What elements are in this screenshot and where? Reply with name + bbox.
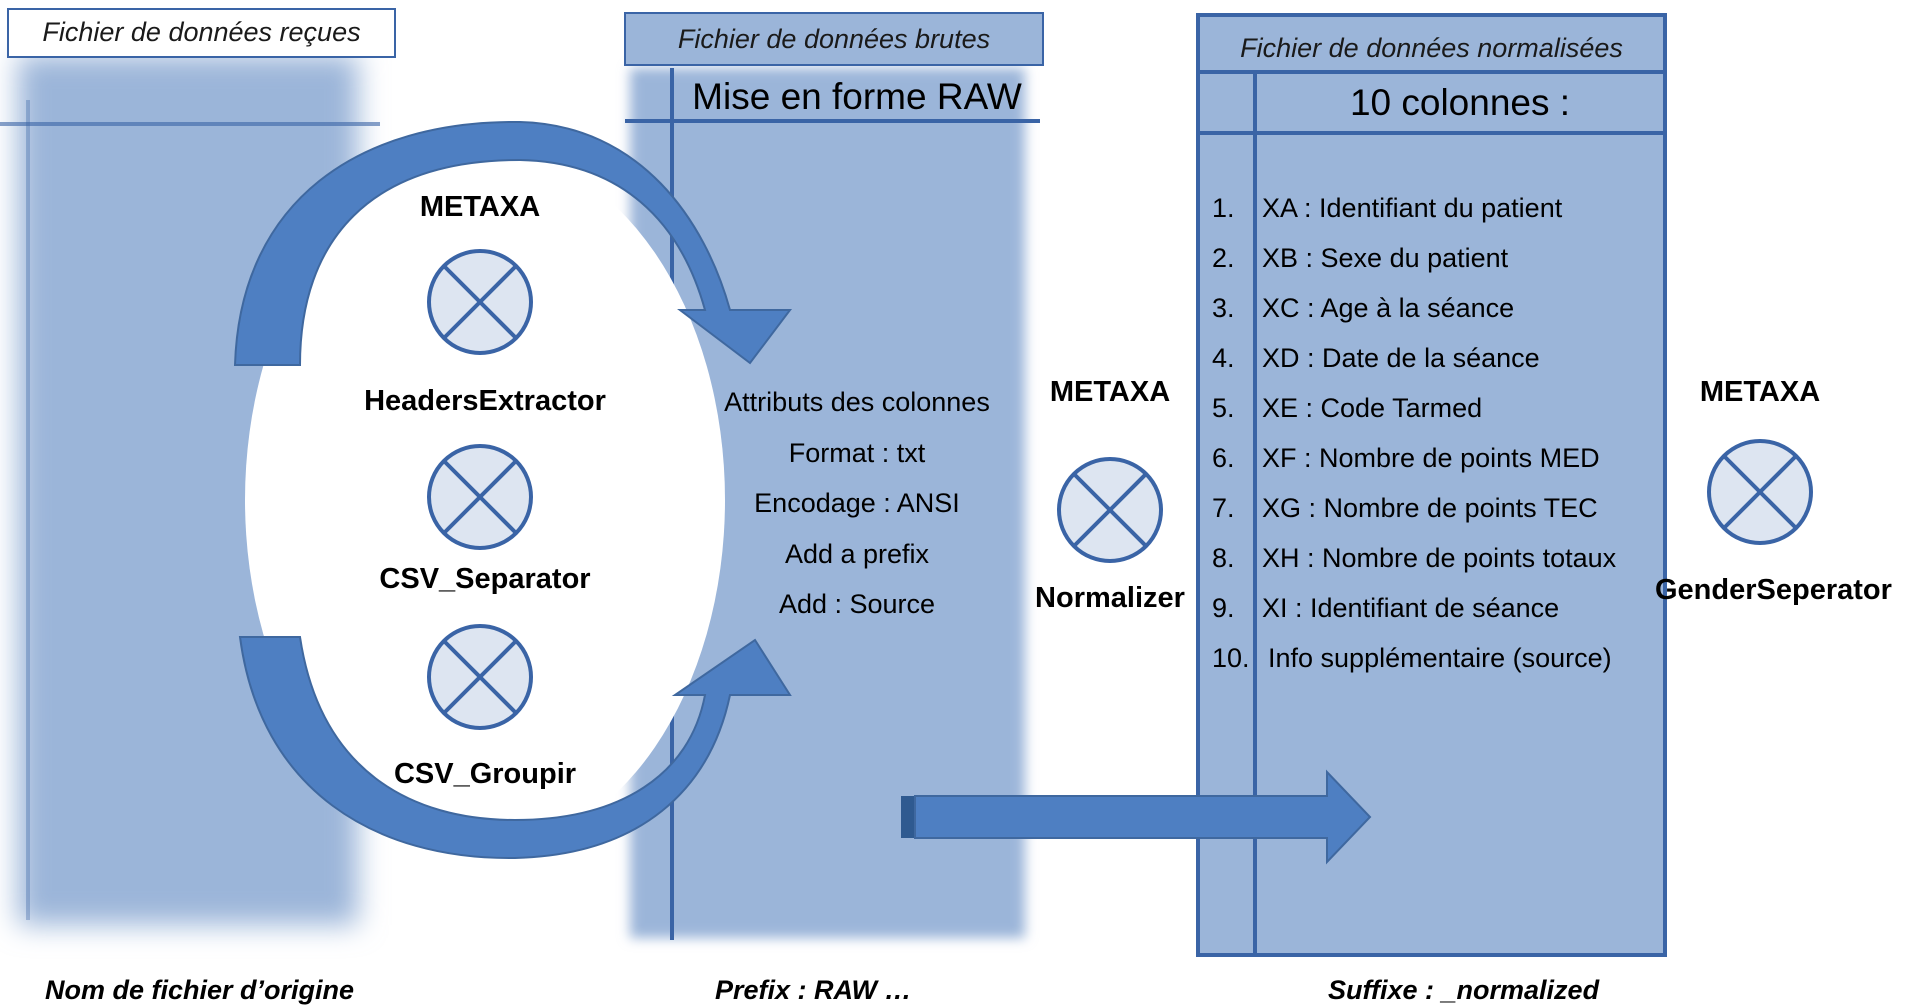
column-item: 3. XC : Age à la séance [1210, 290, 1660, 340]
column-item-label: XF : Nombre de points MED [1262, 443, 1600, 473]
gender-separator-label: GenderSeperator [1655, 574, 1892, 606]
gender-separator-node-icon [1707, 439, 1813, 545]
headers-extractor-label: HeadersExtractor [364, 385, 606, 417]
column-item-label: XE : Code Tarmed [1262, 393, 1483, 423]
column-item-label: XA : Identifiant du patient [1262, 193, 1563, 223]
raw-attribute-item: Attributs des colonnes [724, 387, 990, 417]
lower-curved-arrow [238, 636, 792, 860]
normalized-columns-list: 1. XA : Identifiant du patient 2. XB : Sexe… [1210, 190, 1660, 690]
column-item: 8. XH : Nombre de points totaux [1210, 540, 1660, 590]
column-item: 2. XB : Sexe du patient [1210, 240, 1660, 290]
column-item: 4. XD : Date de la séance [1210, 340, 1660, 390]
column-item: 9. XI : Identifiant de séance [1210, 590, 1660, 640]
csv-groupir-node-icon [427, 624, 533, 730]
upper-curved-arrow [233, 120, 793, 366]
column-item: 5. XE : Code Tarmed [1210, 390, 1660, 440]
raw-panel-title: Fichier de données brutes [677, 24, 991, 54]
column-item: 6. XF : Nombre de points MED [1210, 440, 1660, 490]
headers-extractor-node-icon [427, 249, 533, 355]
received-panel-footer: Nom de fichier d’origine [45, 975, 355, 1005]
column-item-number: 2. [1212, 243, 1235, 273]
column-item-label: Info supplémentaire (source) [1268, 643, 1612, 673]
column-item-number: 4. [1212, 343, 1235, 373]
csv-groupir-label: CSV_Groupir [393, 758, 577, 790]
column-item-number: 7. [1212, 493, 1235, 523]
column-item-number: 6. [1212, 443, 1235, 473]
normalized-panel-title: Fichier de données normalisées [1240, 33, 1623, 63]
csv-separator-label: CSV_Separator [379, 563, 591, 595]
column-item: 10. Info supplémentaire (source) [1210, 640, 1660, 690]
straight-arrow [901, 769, 1372, 865]
column-item-number: 3. [1212, 293, 1235, 323]
column-item-number: 8. [1212, 543, 1235, 573]
column-item-label: XH : Nombre de points totaux [1262, 543, 1617, 573]
raw-attribute-item: Format : txt [788, 437, 926, 468]
column-item: 7. XG : Nombre de points TEC [1210, 490, 1660, 540]
column-item-label: XC : Age à la séance [1262, 293, 1515, 323]
normalized-panel-footer: Suffixe : _normalized [1328, 975, 1600, 1005]
column-item-label: XI : Identifiant de séance [1262, 593, 1560, 623]
normalized-panel-subtitle: 10 colonnes : [1349, 82, 1571, 123]
raw-panel-subtitle: Mise en forme RAW [692, 76, 1022, 117]
column-item-label: XB : Sexe du patient [1262, 243, 1509, 273]
column-item-number: 5. [1212, 393, 1235, 423]
column-item-number: 10. [1212, 643, 1250, 673]
column-item: 1. XA : Identifiant du patient [1210, 190, 1660, 240]
normalizer-node-icon [1057, 457, 1163, 563]
metaxa-label-2: METAXA [1049, 376, 1171, 408]
column-item-label: XG : Nombre de points TEC [1262, 493, 1598, 523]
raw-attribute-item: Add a prefix [784, 538, 930, 569]
normalizer-label: Normalizer [1035, 582, 1185, 614]
raw-attribute-item: Add : Source [778, 589, 936, 619]
column-item-label: XD : Date de la séance [1262, 343, 1540, 373]
csv-separator-node-icon [427, 444, 533, 550]
column-item-number: 9. [1212, 593, 1235, 623]
raw-attribute-item: Encodage : ANSI [754, 488, 960, 518]
received-panel-title: Fichier de données reçues [42, 17, 361, 47]
raw-panel-footer: Prefix : RAW … [715, 975, 912, 1005]
metaxa-label-3: METAXA [1699, 376, 1821, 408]
metaxa-label-1: METAXA [419, 191, 541, 223]
column-item-number: 1. [1212, 193, 1235, 223]
